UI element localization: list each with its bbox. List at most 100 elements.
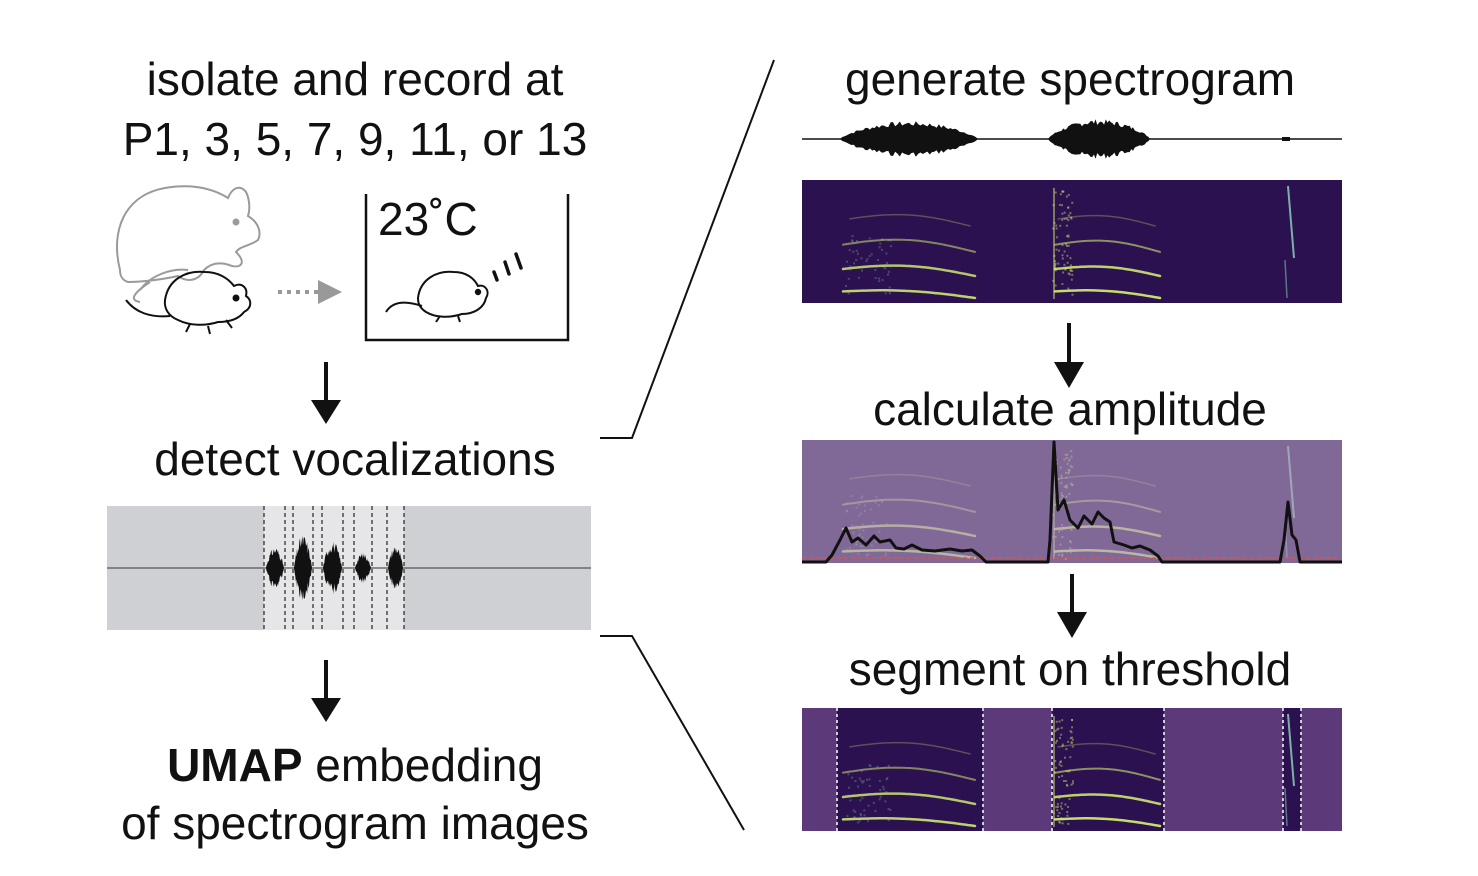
noise-speck (1061, 212, 1064, 215)
noise-speck (1072, 780, 1074, 783)
noise-speck (861, 797, 864, 800)
noise-speck (1054, 269, 1057, 272)
noise-speck (1064, 756, 1066, 759)
noise-speck (887, 273, 889, 276)
noise-speck (1054, 284, 1057, 287)
noise-speck (1056, 809, 1059, 812)
noise-speck (1055, 236, 1058, 239)
noise-speck (1071, 745, 1074, 748)
noise-speck (1070, 783, 1073, 786)
noise-speck (851, 235, 854, 238)
noise-speck (1054, 262, 1057, 265)
noise-speck (1066, 235, 1068, 238)
noise-speck (887, 270, 890, 273)
harmonic-trace (841, 792, 977, 806)
noise-speck (878, 246, 881, 249)
noise-speck (889, 265, 892, 268)
waveform-burst (294, 535, 312, 601)
noise-speck (1052, 781, 1054, 784)
recording-chamber (364, 194, 570, 342)
noise-speck (1065, 780, 1068, 782)
noise-speck (1054, 263, 1057, 266)
harmonic-trace (1053, 793, 1162, 806)
noise-speck (1054, 266, 1057, 269)
noise-speck (1071, 736, 1074, 739)
noise-speck (886, 777, 889, 780)
noise-speck (1054, 191, 1057, 194)
noise-speck (871, 793, 874, 796)
noise-speck (1061, 818, 1064, 821)
noise-speck (882, 788, 885, 791)
noise-speck (1056, 739, 1058, 742)
noise-speck (885, 252, 888, 255)
noise-speck (847, 277, 850, 280)
noise-speck (1067, 287, 1070, 290)
noise-speck (1058, 249, 1061, 252)
noise-speck (868, 778, 871, 781)
noise-speck (1062, 190, 1065, 193)
noise-speck (885, 791, 888, 793)
noise-speck (1063, 250, 1066, 253)
noise-speck (874, 269, 877, 271)
harmonic-trace (841, 264, 977, 278)
noise-speck (1069, 756, 1072, 759)
noise-speck (866, 258, 869, 261)
segmented-spectrogram-panel (802, 708, 1342, 831)
noise-speck (884, 292, 887, 295)
waveform-burst (840, 121, 978, 157)
noise-speck (860, 814, 862, 817)
noise-speck (852, 809, 855, 812)
noise-speck (1066, 254, 1069, 257)
noise-speck (877, 259, 880, 261)
sound-waves-icon (492, 252, 523, 282)
umap-bold: UMAP (167, 739, 303, 791)
down-arrow-icon (311, 362, 341, 424)
noise-speck (887, 239, 890, 242)
noise-speck (1071, 201, 1074, 204)
noise-speck (1057, 815, 1060, 817)
noise-speck (848, 786, 850, 789)
noise-speck (1059, 761, 1062, 764)
noise-speck (1061, 807, 1064, 810)
noise-speck (1067, 194, 1070, 196)
noise-speck (1067, 822, 1070, 825)
noise-speck (881, 248, 883, 251)
noise-speck (1054, 766, 1057, 769)
noise-speck (1071, 293, 1074, 296)
noise-speck (1066, 814, 1069, 817)
noise-speck (1069, 212, 1072, 215)
noise-speck (887, 764, 890, 767)
noise-speck (1069, 257, 1072, 260)
noise-speck (1067, 206, 1070, 209)
noise-speck (1069, 737, 1072, 740)
noise-speck (1058, 796, 1061, 799)
step-a-title: generate spectrogram (844, 53, 1296, 105)
noise-speck (849, 265, 852, 268)
noise-speck (884, 800, 887, 803)
noise-speck (1069, 268, 1072, 271)
noise-speck (1056, 803, 1059, 806)
noise-speck (854, 780, 857, 782)
noise-speck (1071, 273, 1074, 276)
noise-speck (1054, 729, 1057, 732)
noise-speck (1055, 227, 1058, 230)
noise-speck (879, 789, 882, 792)
noise-speck (878, 779, 881, 782)
noise-speck (868, 255, 871, 258)
noise-speck (868, 784, 871, 787)
noise-speck (856, 252, 859, 255)
harmonic-trace (842, 766, 976, 781)
noise-speck (863, 265, 866, 268)
noise-speck (1061, 190, 1064, 193)
zoom-connector-lines (600, 59, 775, 831)
noise-speck (1058, 763, 1061, 766)
down-arrow-icon (1057, 574, 1087, 638)
noise-speck (858, 777, 861, 780)
step-b-title: calculate amplitude (873, 383, 1267, 435)
click-trace (1287, 185, 1295, 259)
noise-speck (1057, 727, 1060, 730)
noise-speck (1067, 235, 1070, 238)
noise-speck (1058, 812, 1061, 814)
noise-speck (857, 276, 860, 279)
